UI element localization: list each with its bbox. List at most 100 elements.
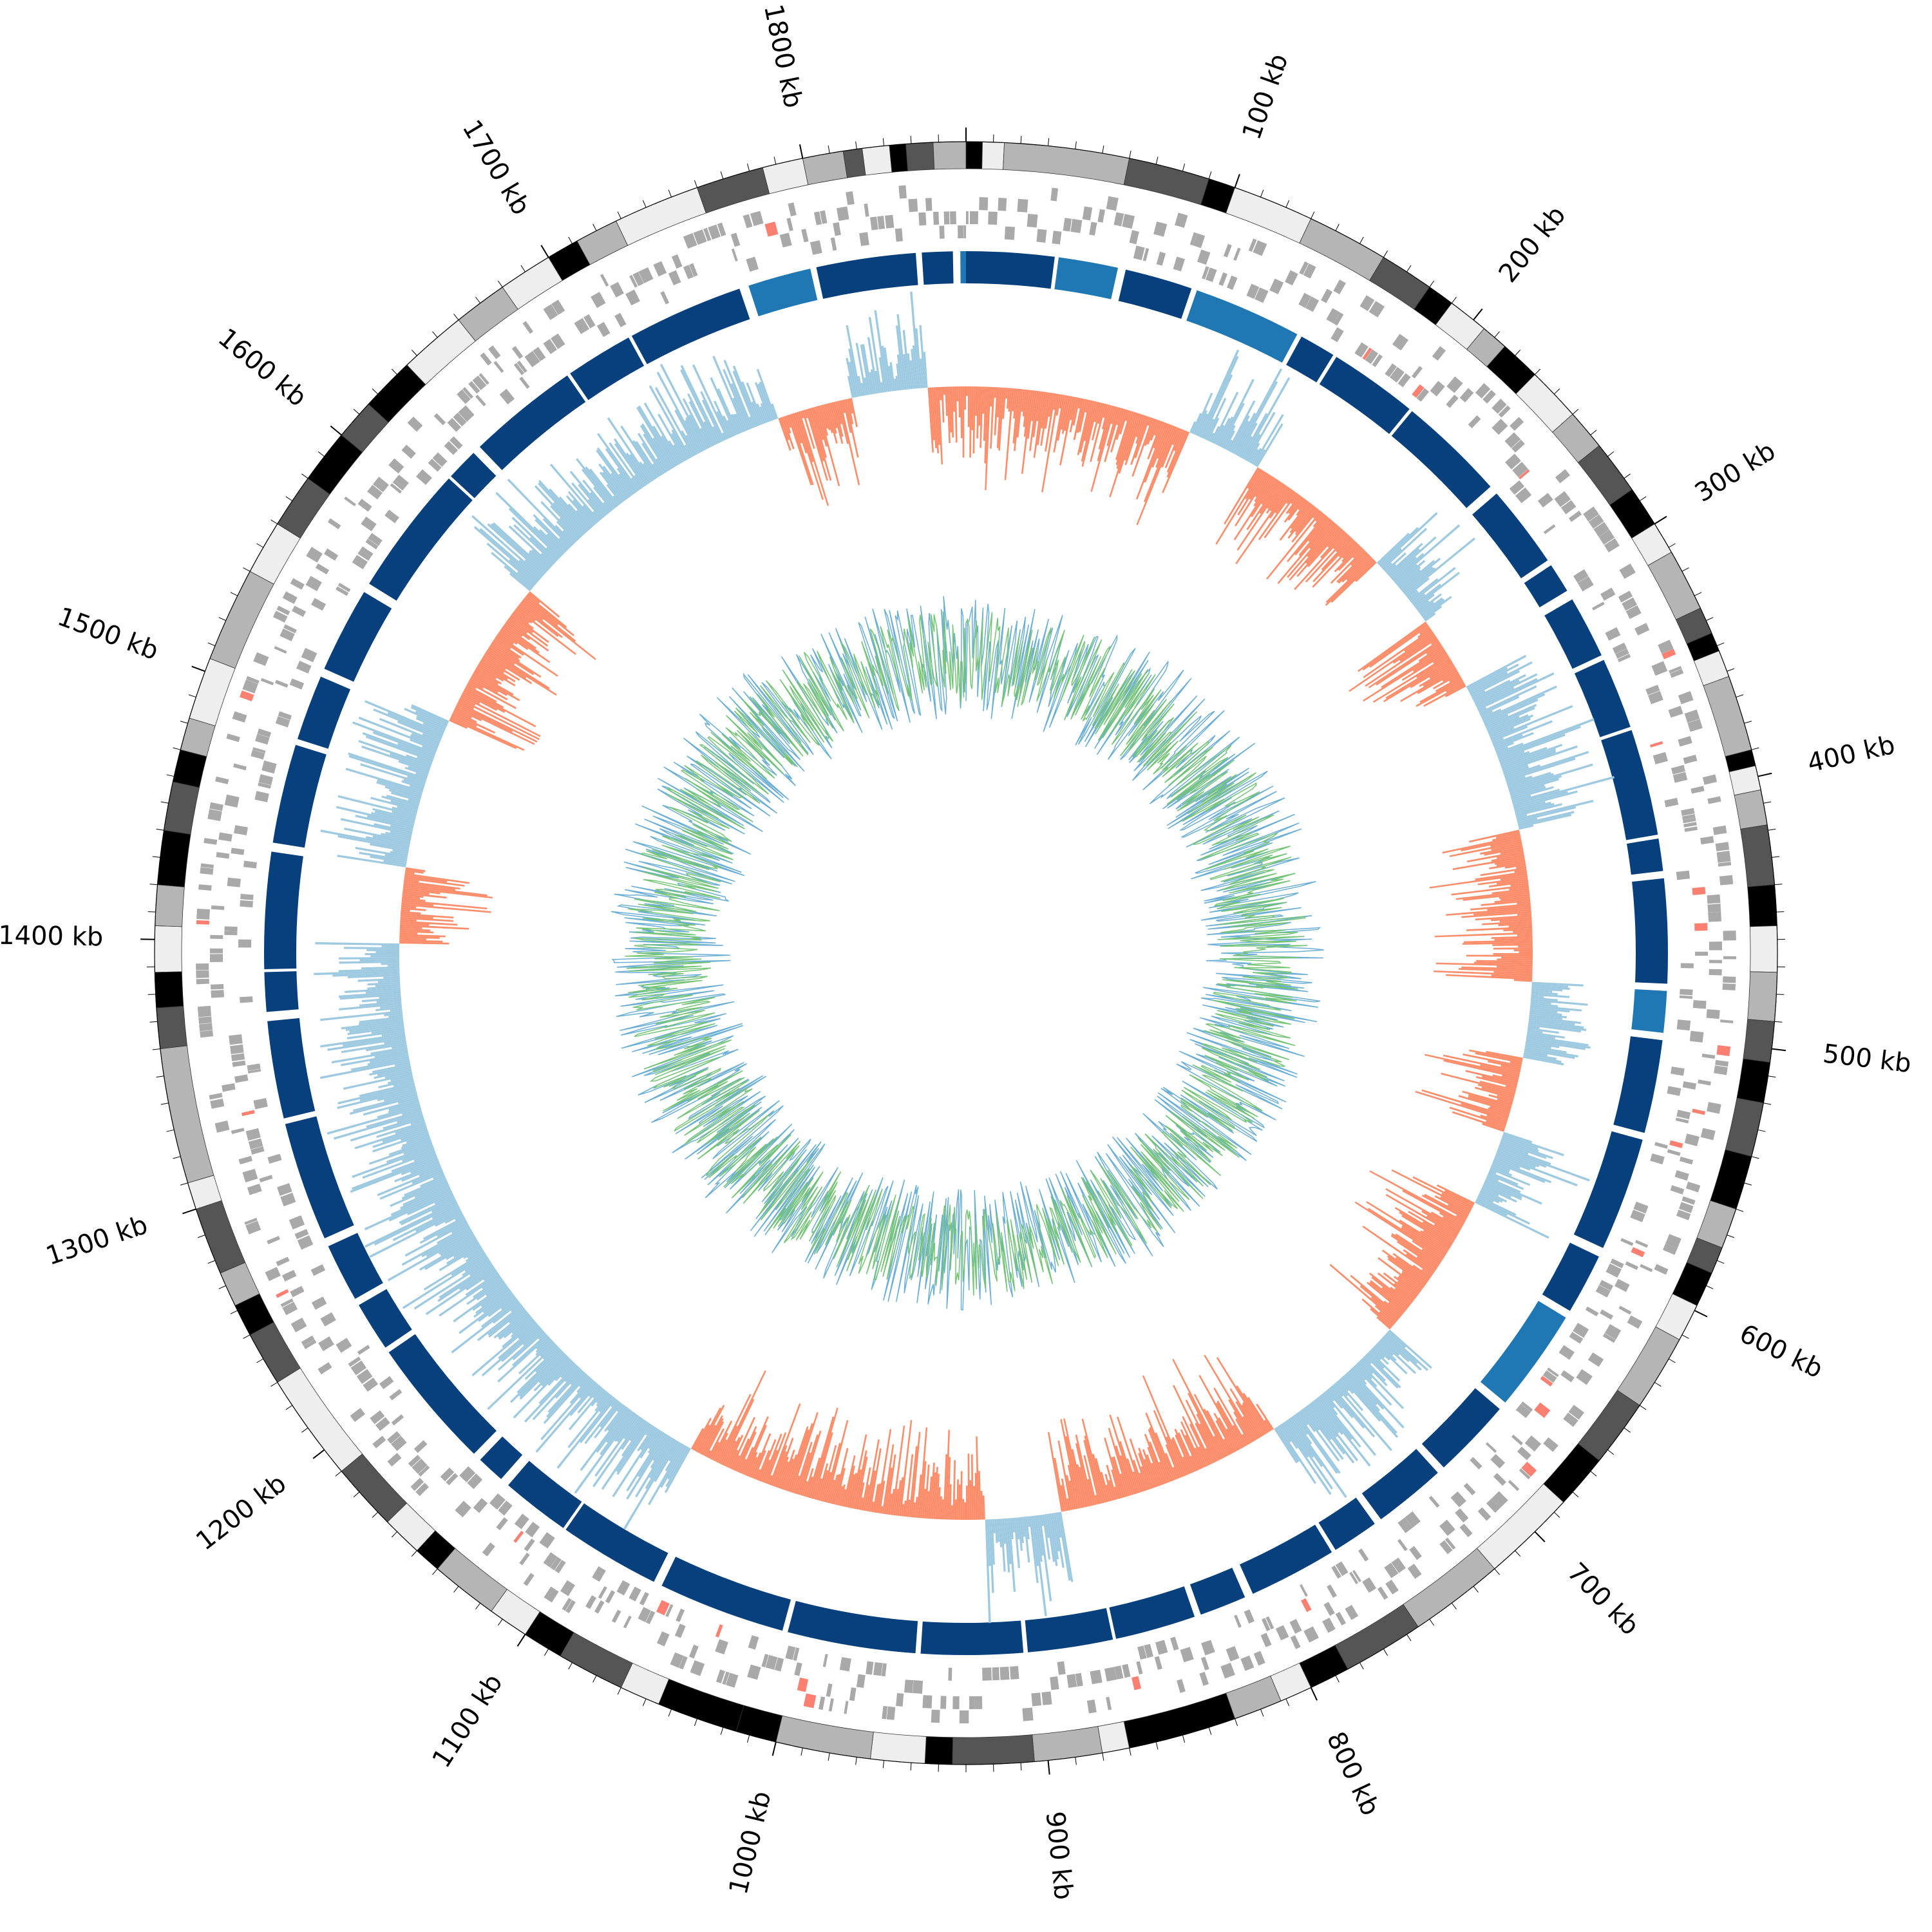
skew-bar [372, 731, 435, 757]
skew-bar [471, 674, 507, 696]
skew-bar [538, 1354, 567, 1384]
skew-bar [1401, 1215, 1452, 1247]
gene-feature [839, 1657, 851, 1672]
skew-bar [392, 1206, 460, 1242]
skew-bar [1482, 685, 1557, 721]
skew-bar [1481, 708, 1502, 719]
minor-tick [1768, 828, 1776, 831]
block-segment [264, 851, 303, 970]
skew-bar [822, 404, 831, 430]
skew-bar [1517, 913, 1531, 916]
skew-bar [1495, 746, 1509, 753]
skew-bar [415, 772, 428, 779]
skew-bar [401, 907, 426, 911]
skew-bar [941, 386, 945, 423]
gene-feature [232, 711, 247, 723]
skew-bar [488, 647, 515, 665]
gene-feature [1244, 1609, 1255, 1624]
skew-bar [1492, 737, 1504, 744]
skew-bar [1066, 1475, 1075, 1510]
skew-bar [460, 695, 541, 737]
skew-bar [1215, 469, 1263, 545]
skew-bar [516, 1349, 562, 1394]
skew-bar [612, 495, 621, 506]
minor-tick [520, 265, 526, 272]
gene-feature [290, 578, 305, 590]
skew-bar [1423, 1229, 1452, 1248]
skew-bar [1027, 390, 1035, 439]
gene-feature [668, 270, 681, 286]
skew-bar [1499, 894, 1530, 899]
skew-bar [1473, 674, 1526, 702]
skew-bar [626, 1434, 668, 1500]
gene-feature [301, 647, 317, 663]
skew-bar [596, 449, 632, 497]
gene-feature [866, 1661, 874, 1675]
skew-bar [1470, 661, 1533, 696]
skew-bar [1529, 1014, 1562, 1020]
skew-bar [1368, 1273, 1411, 1307]
ideogram-band [560, 1632, 633, 1688]
skew-bar [1261, 479, 1279, 505]
gene-feature [1459, 1523, 1473, 1537]
skew-bar [1531, 989, 1553, 993]
skew-bar [1500, 848, 1524, 855]
gene-feature [197, 1005, 212, 1018]
skew-bar [1361, 1357, 1386, 1382]
skew-bar [415, 1208, 461, 1233]
skew-bar [1383, 562, 1393, 571]
skew-bar [721, 1399, 755, 1466]
skew-bar [1296, 1412, 1341, 1474]
skew-bar [805, 409, 828, 481]
skew-bar [826, 1420, 849, 1503]
skew-bar [372, 1132, 429, 1153]
gene-feature [1598, 529, 1615, 545]
gene-feature [1269, 278, 1284, 294]
skew-bar [1430, 1211, 1462, 1230]
gene-feature [560, 1580, 575, 1596]
skew-bar [1216, 1402, 1243, 1449]
skew-bar [730, 1417, 755, 1470]
block-segment [1286, 336, 1334, 383]
tick-label: 1100 kb [427, 1669, 509, 1773]
skew-bar [1205, 397, 1227, 440]
skew-bar [359, 1001, 402, 1007]
skew-bar [1111, 1457, 1125, 1498]
gene-feature [1512, 462, 1528, 478]
skew-bar [461, 693, 480, 705]
skew-bar [1506, 775, 1526, 784]
block-segment [264, 971, 299, 1012]
gene-feature [822, 1654, 828, 1667]
minor-tick [592, 223, 597, 231]
skew-bar [386, 795, 420, 806]
gene-feature [196, 909, 210, 920]
skew-bar [1493, 734, 1523, 748]
skew-bar [1488, 1094, 1513, 1103]
skew-bar [712, 426, 722, 443]
skew-bar [1054, 1512, 1065, 1568]
skew-bar [649, 385, 691, 459]
skew-bar [1195, 410, 1208, 436]
gene-feature [1654, 1264, 1669, 1275]
skew-bar [792, 1475, 800, 1493]
skew-bar [1488, 714, 1534, 735]
gene-feature [1017, 198, 1028, 213]
skew-bar [1442, 1216, 1463, 1229]
gene-feature [1323, 1602, 1335, 1616]
skew-bar [1031, 390, 1037, 421]
skew-bar [1175, 1434, 1193, 1473]
skew-bar [1076, 399, 1086, 433]
skew-bar [1466, 926, 1533, 931]
skew-bar [483, 655, 506, 670]
gene-feature [1665, 1234, 1681, 1249]
gene-feature [1446, 376, 1463, 393]
skew-bar [498, 1323, 539, 1359]
skew-bar [886, 1454, 896, 1515]
skew-bar [1075, 1434, 1094, 1506]
gene-feature [1600, 1309, 1614, 1320]
skew-bar [998, 387, 1005, 451]
skew-bar [1502, 745, 1578, 773]
gene-feature [1407, 1564, 1422, 1579]
skew-bar [1408, 1211, 1456, 1240]
minor-tick [1751, 747, 1759, 750]
